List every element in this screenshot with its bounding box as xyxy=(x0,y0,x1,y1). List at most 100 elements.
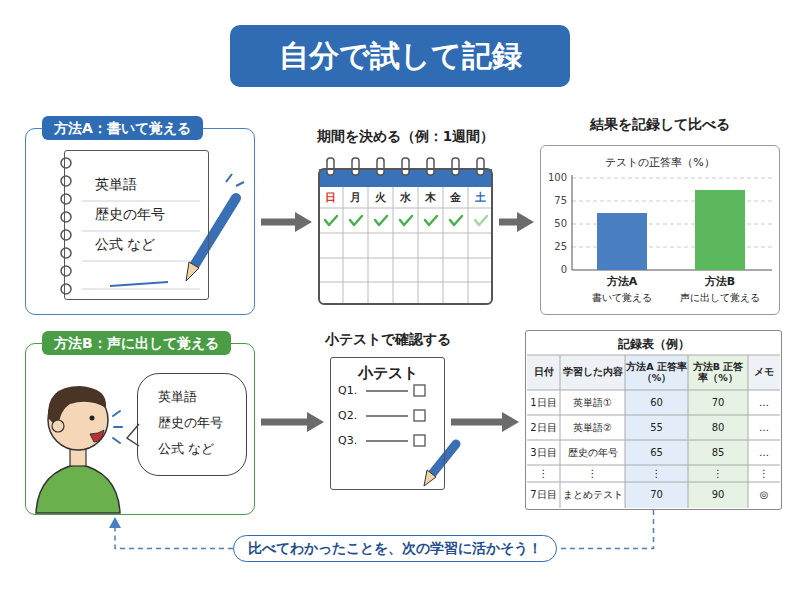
table-grid-part xyxy=(625,355,688,508)
pencil-drawing-part xyxy=(186,262,199,281)
summary-text: 比べてわかったことを、次の学習に活かそう！ xyxy=(248,536,542,560)
speaker-drawing-part xyxy=(113,411,122,443)
notebook: 英単語歴史の年号公式 など xyxy=(64,150,209,300)
chart-title: テストの正答率（%） xyxy=(541,155,779,170)
table-cell: 英単語① xyxy=(560,390,625,415)
calendar-drawing-part-part xyxy=(400,216,412,225)
table-cell: ⋮ xyxy=(527,465,560,482)
calendar-drawing-part xyxy=(325,216,487,225)
speaker-drawing-part-part xyxy=(113,438,120,443)
table-cell: … xyxy=(748,415,780,440)
calendar-drawing-part-part xyxy=(427,158,434,175)
quiz-drawing-part xyxy=(424,470,436,486)
title-banner: 自分で試して記録 xyxy=(230,25,570,87)
calendar-drawing-part-part xyxy=(377,158,384,175)
flow-arrow xyxy=(261,419,307,426)
table-cell: 1日目 xyxy=(527,390,560,415)
notebook-drawing-part-part xyxy=(61,176,71,186)
speaker-drawing-part-part xyxy=(114,426,122,428)
speaker-drawing-part xyxy=(90,416,95,421)
table-cell: 3日目 xyxy=(527,440,560,465)
calendar-drawing-part-part xyxy=(327,158,334,175)
table-title: 記録表（例） xyxy=(526,336,781,353)
notebook-drawing xyxy=(61,150,210,300)
notebook-drawing-part-part xyxy=(82,201,200,202)
calendar-drawing-part-part xyxy=(325,216,337,225)
weekday-label: 金 xyxy=(443,188,468,208)
table-grid-part-part xyxy=(527,465,780,466)
bar-caption: 声に出して覚える xyxy=(670,290,770,306)
quiz-drawing-part xyxy=(432,444,456,474)
speech-text: 英単語 xyxy=(138,384,246,410)
question-number: Q1. xyxy=(338,383,366,399)
quiz-paper: 小テストで確認する小テスト xyxy=(330,357,445,490)
flow-arrow xyxy=(499,219,517,226)
method-panel: 方法A：書いて覚える英単語歴史の年号公式 など xyxy=(25,128,255,315)
quiz-drawing-part-part xyxy=(366,440,408,442)
table-cell: 方法A 正答率（%） xyxy=(625,355,688,390)
bar-chart-part xyxy=(572,175,573,270)
quiz-drawing-part-part xyxy=(414,385,425,396)
table-cell: 70 xyxy=(688,390,748,415)
calendar-drawing-part-part xyxy=(319,258,492,259)
question-number: Q2. xyxy=(338,408,366,424)
note-text: 歴史の年号 xyxy=(65,199,208,229)
weekday-label: 土 xyxy=(468,188,493,208)
table-grid-part-part xyxy=(560,355,561,508)
notebook-drawing-part-part xyxy=(61,194,71,204)
notebook-drawing-part-part xyxy=(61,284,71,294)
calendar-drawing-part-part xyxy=(319,208,492,209)
bar-caption: 方法B xyxy=(670,274,770,290)
table-cell: 80 xyxy=(688,415,748,440)
calendar-drawing-part-part xyxy=(402,158,409,175)
calendar-drawing-part-part xyxy=(352,158,359,175)
table-cell: … xyxy=(748,440,780,465)
bar-chart-part-part xyxy=(572,178,772,179)
flow-arrow xyxy=(261,219,295,226)
calendar-drawing xyxy=(319,158,492,304)
notebook-drawing-part-part xyxy=(61,158,71,168)
calendar-drawing-part-part xyxy=(477,158,484,175)
speaker-drawing-part xyxy=(52,420,64,432)
weekday-label: 水 xyxy=(393,188,418,208)
speaker-drawing-part xyxy=(90,430,104,442)
bar-chart-part xyxy=(597,213,647,270)
notebook-drawing-part xyxy=(61,158,71,294)
calendar-drawing-part-part xyxy=(343,187,344,304)
calendar-drawing-part-part xyxy=(350,216,362,225)
calendar-drawing-part xyxy=(327,158,484,175)
quiz-drawing-part xyxy=(414,385,425,446)
table-grid-part-part xyxy=(625,355,626,508)
axis-tick: 75 xyxy=(542,194,567,208)
table-cell: ⋮ xyxy=(748,465,780,482)
weekday-label: 火 xyxy=(368,188,393,208)
pencil-drawing-part xyxy=(194,198,236,266)
notebook-drawing-part-part xyxy=(82,261,200,262)
step-heading: 期間を決める（例：1週間） xyxy=(280,128,531,146)
table-cell: ⋮ xyxy=(560,465,625,482)
pencil-drawing-part xyxy=(110,282,168,286)
table-grid-part-part xyxy=(527,440,780,441)
quiz-drawing-part-part xyxy=(366,390,408,392)
notebook-drawing-part-part xyxy=(61,212,71,222)
weekday-label: 木 xyxy=(418,188,443,208)
calendar-drawing-part-part xyxy=(475,216,487,225)
speech-text: 歴史の年号 xyxy=(138,410,246,436)
table-cell: 7日目 xyxy=(527,482,560,508)
flow-arrow xyxy=(451,419,502,426)
table-grid xyxy=(527,355,780,508)
calendar-drawing-part-part xyxy=(418,187,419,304)
table-cell: ◎ xyxy=(748,482,780,508)
calendar-drawing-part-part xyxy=(368,187,369,304)
table-grid-part-part xyxy=(527,482,780,483)
note-text: 公式 など xyxy=(65,229,208,259)
loop-arrow xyxy=(115,528,233,549)
speaker-drawing xyxy=(36,386,139,513)
question-number: Q3. xyxy=(338,433,366,449)
table-grid-part-part xyxy=(527,390,780,391)
table-grid-part-part xyxy=(527,355,780,356)
method-panel: 方法B：声に出して覚える英単語歴史の年号公式 など xyxy=(25,343,255,515)
table-grid-part-part xyxy=(748,355,749,508)
calendar-drawing-part-part xyxy=(468,187,469,304)
table-cell: メモ xyxy=(748,355,780,390)
